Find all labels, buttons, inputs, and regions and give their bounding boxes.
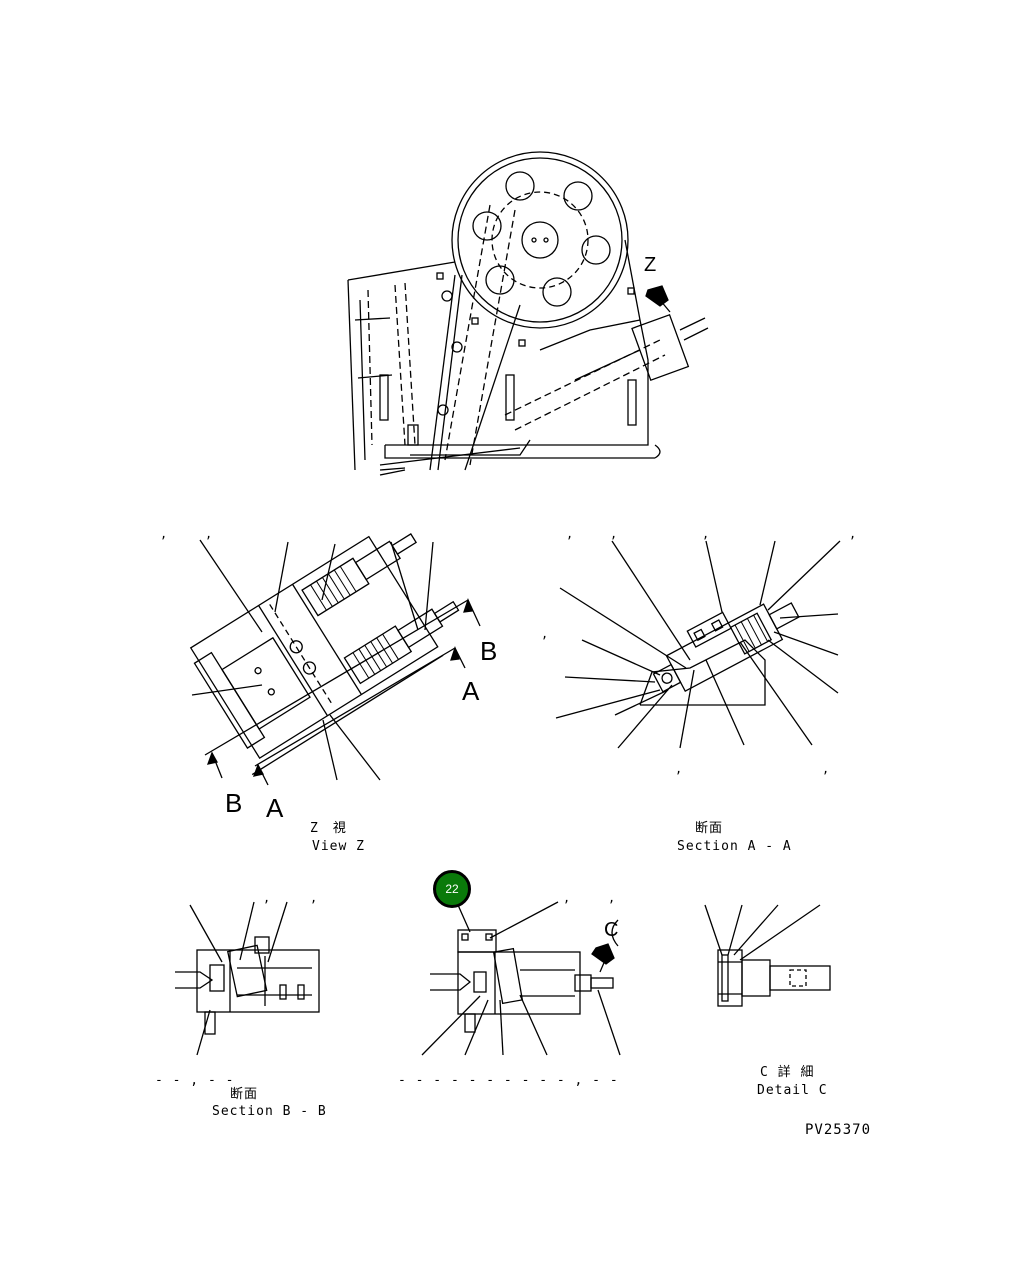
- leader-comma: ,: [608, 891, 616, 905]
- section-aa-title-en: Section A - A: [677, 839, 792, 854]
- leader-comma: ,: [310, 891, 318, 905]
- section-marker-a-right: A: [462, 676, 480, 706]
- leader-comma: ,: [702, 527, 710, 541]
- section-bb-title-en: Section B - B: [212, 1104, 327, 1119]
- section-aa-title-jp: 断面: [695, 821, 724, 836]
- leader-comma: ,: [566, 527, 574, 541]
- figure-code: PV25370: [805, 1122, 872, 1138]
- section-bb-dash-row: - - , - -: [155, 1073, 235, 1088]
- middle-section-drawing: [421, 901, 621, 1056]
- leader-comma: ,: [610, 527, 618, 541]
- middle-dash-row: - - - - - - - - - - , - -: [398, 1073, 619, 1088]
- section-marker-a-left: A: [266, 793, 284, 823]
- detail-c-title-en: Detail C: [757, 1083, 828, 1098]
- leader-comma: ,: [849, 527, 857, 541]
- callout-badge-22[interactable]: 22: [433, 870, 471, 908]
- main-assembly-view: [347, 151, 709, 476]
- leader-comma: ,: [205, 527, 213, 541]
- detail-c-marker: C: [604, 919, 619, 941]
- view-z-title-jp: Z 視: [310, 821, 347, 836]
- leader-comma: ,: [822, 762, 830, 776]
- section-bb-title-jp: 断面: [230, 1087, 259, 1102]
- leader-comma: ,: [160, 527, 168, 541]
- leader-comma: ,: [541, 627, 549, 641]
- section-aa-drawing: [555, 540, 841, 749]
- leader-comma: ,: [563, 891, 571, 905]
- leader-comma: ,: [263, 891, 271, 905]
- section-marker-b-left: B: [225, 788, 243, 818]
- view-z-title-en: View Z: [312, 839, 365, 854]
- section-marker-b-right: B: [480, 636, 498, 666]
- detail-c-title-jp: C 詳 細: [760, 1065, 815, 1080]
- detail-c-drawing: [704, 904, 831, 1007]
- leader-comma: ,: [675, 762, 683, 776]
- section-bb-drawing: [175, 901, 320, 1056]
- view-z-marker: Z: [644, 254, 657, 276]
- view-z-drawing: [189, 533, 481, 786]
